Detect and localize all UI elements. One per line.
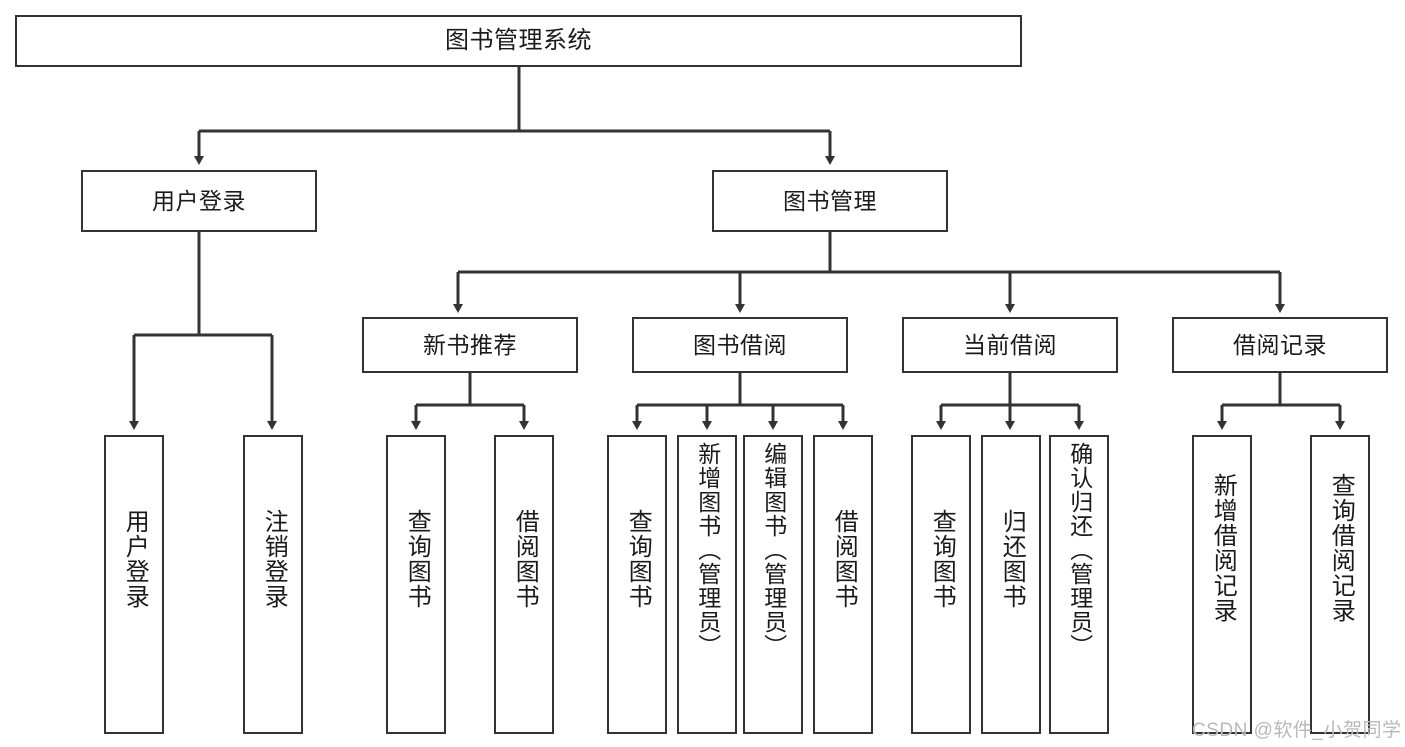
node-root-label: 图书管理系统 [445, 27, 592, 55]
node-leaf-user-login-label: 用户登录 [121, 509, 149, 609]
node-leaf-user-logout[interactable]: 注销登录 [243, 435, 303, 734]
node-leaf-query-book-1[interactable]: 查询图书 [386, 435, 446, 734]
node-leaf-borrow-book-1-label: 借阅图书 [511, 509, 539, 609]
node-borrow-record[interactable]: 借阅记录 [1172, 317, 1388, 373]
node-book-borrow-label: 图书借阅 [693, 331, 787, 358]
node-leaf-query-book-1-label: 查询图书 [403, 509, 431, 609]
node-leaf-user-logout-label: 注销登录 [260, 509, 288, 609]
node-leaf-edit-book-label: 编辑图书（管理员） [760, 442, 787, 658]
node-book-borrow[interactable]: 图书借阅 [632, 317, 848, 373]
node-book-manage-label: 图书管理 [783, 187, 877, 214]
node-user-login[interactable]: 用户登录 [81, 170, 317, 232]
node-new-book-recommend[interactable]: 新书推荐 [362, 317, 578, 373]
node-new-book-recommend-label: 新书推荐 [423, 331, 517, 358]
node-leaf-borrow-book-2-label: 借阅图书 [830, 509, 858, 609]
node-leaf-query-book-2-label: 查询图书 [624, 509, 652, 609]
node-borrow-record-label: 借阅记录 [1233, 331, 1327, 358]
node-leaf-edit-book[interactable]: 编辑图书（管理员） [743, 435, 803, 734]
node-current-borrow-label: 当前借阅 [963, 331, 1057, 358]
node-leaf-query-book-3[interactable]: 查询图书 [911, 435, 971, 734]
node-root[interactable]: 图书管理系统 [15, 15, 1022, 67]
node-leaf-user-login[interactable]: 用户登录 [104, 435, 164, 734]
node-leaf-query-record[interactable]: 查询借阅记录 [1310, 435, 1370, 734]
node-leaf-borrow-book-2[interactable]: 借阅图书 [813, 435, 873, 734]
node-leaf-query-record-label: 查询借阅记录 [1327, 473, 1355, 623]
node-leaf-borrow-book-1[interactable]: 借阅图书 [494, 435, 554, 734]
node-leaf-confirm-return-label: 确认归还（管理员） [1066, 442, 1093, 658]
node-leaf-add-record-label: 新增借阅记录 [1209, 473, 1237, 623]
node-leaf-query-book-3-label: 查询图书 [928, 509, 956, 609]
node-leaf-add-book[interactable]: 新增图书（管理员） [677, 435, 737, 734]
node-current-borrow[interactable]: 当前借阅 [902, 317, 1118, 373]
node-leaf-return-book[interactable]: 归还图书 [981, 435, 1041, 734]
node-leaf-query-book-2[interactable]: 查询图书 [607, 435, 667, 734]
watermark-text: CSDN @软件_小贺同学 [1192, 720, 1402, 741]
node-leaf-confirm-return[interactable]: 确认归还（管理员） [1049, 435, 1109, 734]
node-leaf-return-book-label: 归还图书 [998, 509, 1026, 609]
node-book-manage[interactable]: 图书管理 [712, 170, 948, 232]
node-user-login-label: 用户登录 [152, 187, 246, 214]
node-leaf-add-record[interactable]: 新增借阅记录 [1192, 435, 1252, 734]
node-leaf-add-book-label: 新增图书（管理员） [694, 442, 721, 658]
